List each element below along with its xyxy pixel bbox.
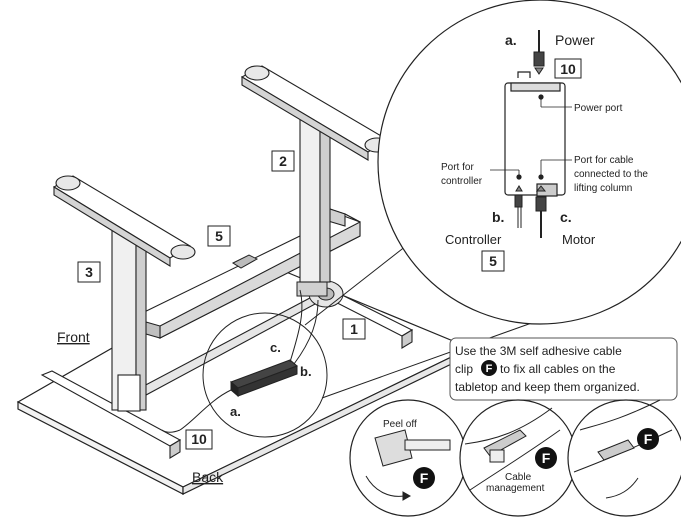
detail-b-label: b.	[492, 209, 504, 225]
svg-text:2: 2	[279, 153, 287, 169]
callout-box-3: 3	[77, 261, 101, 283]
step2-clip	[464, 407, 561, 491]
callout-box-1: 1	[342, 318, 366, 340]
controller-label: Controller	[445, 232, 502, 247]
callout-box-5: 5	[207, 225, 231, 247]
instruction-f-badge: F	[481, 360, 497, 376]
label-a: a.	[230, 404, 241, 419]
clip-f-badge-3: F	[637, 428, 659, 450]
svg-text:F: F	[644, 431, 653, 447]
instruction-line3: tabletop and keep them organized.	[455, 380, 640, 394]
svg-text:F: F	[420, 470, 429, 486]
callout-box-2: 2	[271, 150, 295, 172]
control-box-detail	[504, 71, 566, 197]
control-box	[230, 359, 298, 398]
left-column	[52, 175, 196, 412]
callout-box-10: 10	[185, 429, 213, 450]
clip-f-badge-1: F	[413, 467, 435, 489]
detail-a-label: a.	[505, 32, 517, 48]
instruction-line1: Use the 3M self adhesive cable	[455, 344, 622, 358]
svg-text:F: F	[486, 363, 493, 375]
detail-leaders	[490, 97, 572, 177]
tabletop	[16, 261, 472, 495]
back-label: Back	[192, 469, 224, 485]
label-b: b.	[300, 364, 312, 379]
peel-off-label: Peel off	[383, 419, 417, 430]
power-plug	[533, 30, 545, 75]
svg-text:5: 5	[215, 228, 223, 244]
controller-plug	[514, 185, 523, 228]
svg-text:1: 1	[350, 321, 358, 337]
step3-clip	[573, 399, 673, 499]
svg-text:10: 10	[560, 61, 576, 77]
right-column	[240, 65, 390, 283]
instruction-box	[449, 337, 678, 401]
instruction-line2-pre: clip	[455, 362, 473, 376]
port-cable-line3: lifting column	[574, 183, 632, 194]
motor-plug	[535, 185, 547, 238]
port-cable-line1: Port for cable	[574, 155, 634, 166]
svg-text:F: F	[542, 450, 551, 466]
port-controller-line1: Port for	[441, 162, 474, 173]
cable-management-label-2: management	[486, 483, 545, 494]
port-cable-line2: connected to the	[574, 169, 648, 180]
cable-management-label-1: Cable	[505, 472, 532, 483]
port-controller-line2: controller	[441, 176, 483, 187]
front-label: Front	[57, 329, 90, 345]
detail-c-label: c.	[560, 209, 572, 225]
svg-text:5: 5	[489, 253, 497, 269]
handset	[231, 254, 259, 269]
clip-f-badge-2: F	[535, 447, 557, 469]
instruction-line2-post: to fix all cables on the	[500, 362, 616, 376]
detail-box-10: 10	[554, 58, 582, 79]
motor-label: Motor	[562, 232, 596, 247]
step2-circle	[459, 399, 577, 517]
detail-box-5: 5	[481, 250, 505, 272]
svg-text:10: 10	[191, 431, 207, 447]
step3-circle	[567, 399, 681, 517]
cables	[161, 289, 319, 433]
svg-text:3: 3	[85, 264, 93, 280]
step1-clip	[365, 429, 451, 501]
zoom-circle-small	[202, 312, 328, 438]
detail-power-label: Power	[555, 32, 595, 48]
label-c: c.	[270, 340, 281, 355]
power-port-label: Power port	[574, 103, 623, 114]
